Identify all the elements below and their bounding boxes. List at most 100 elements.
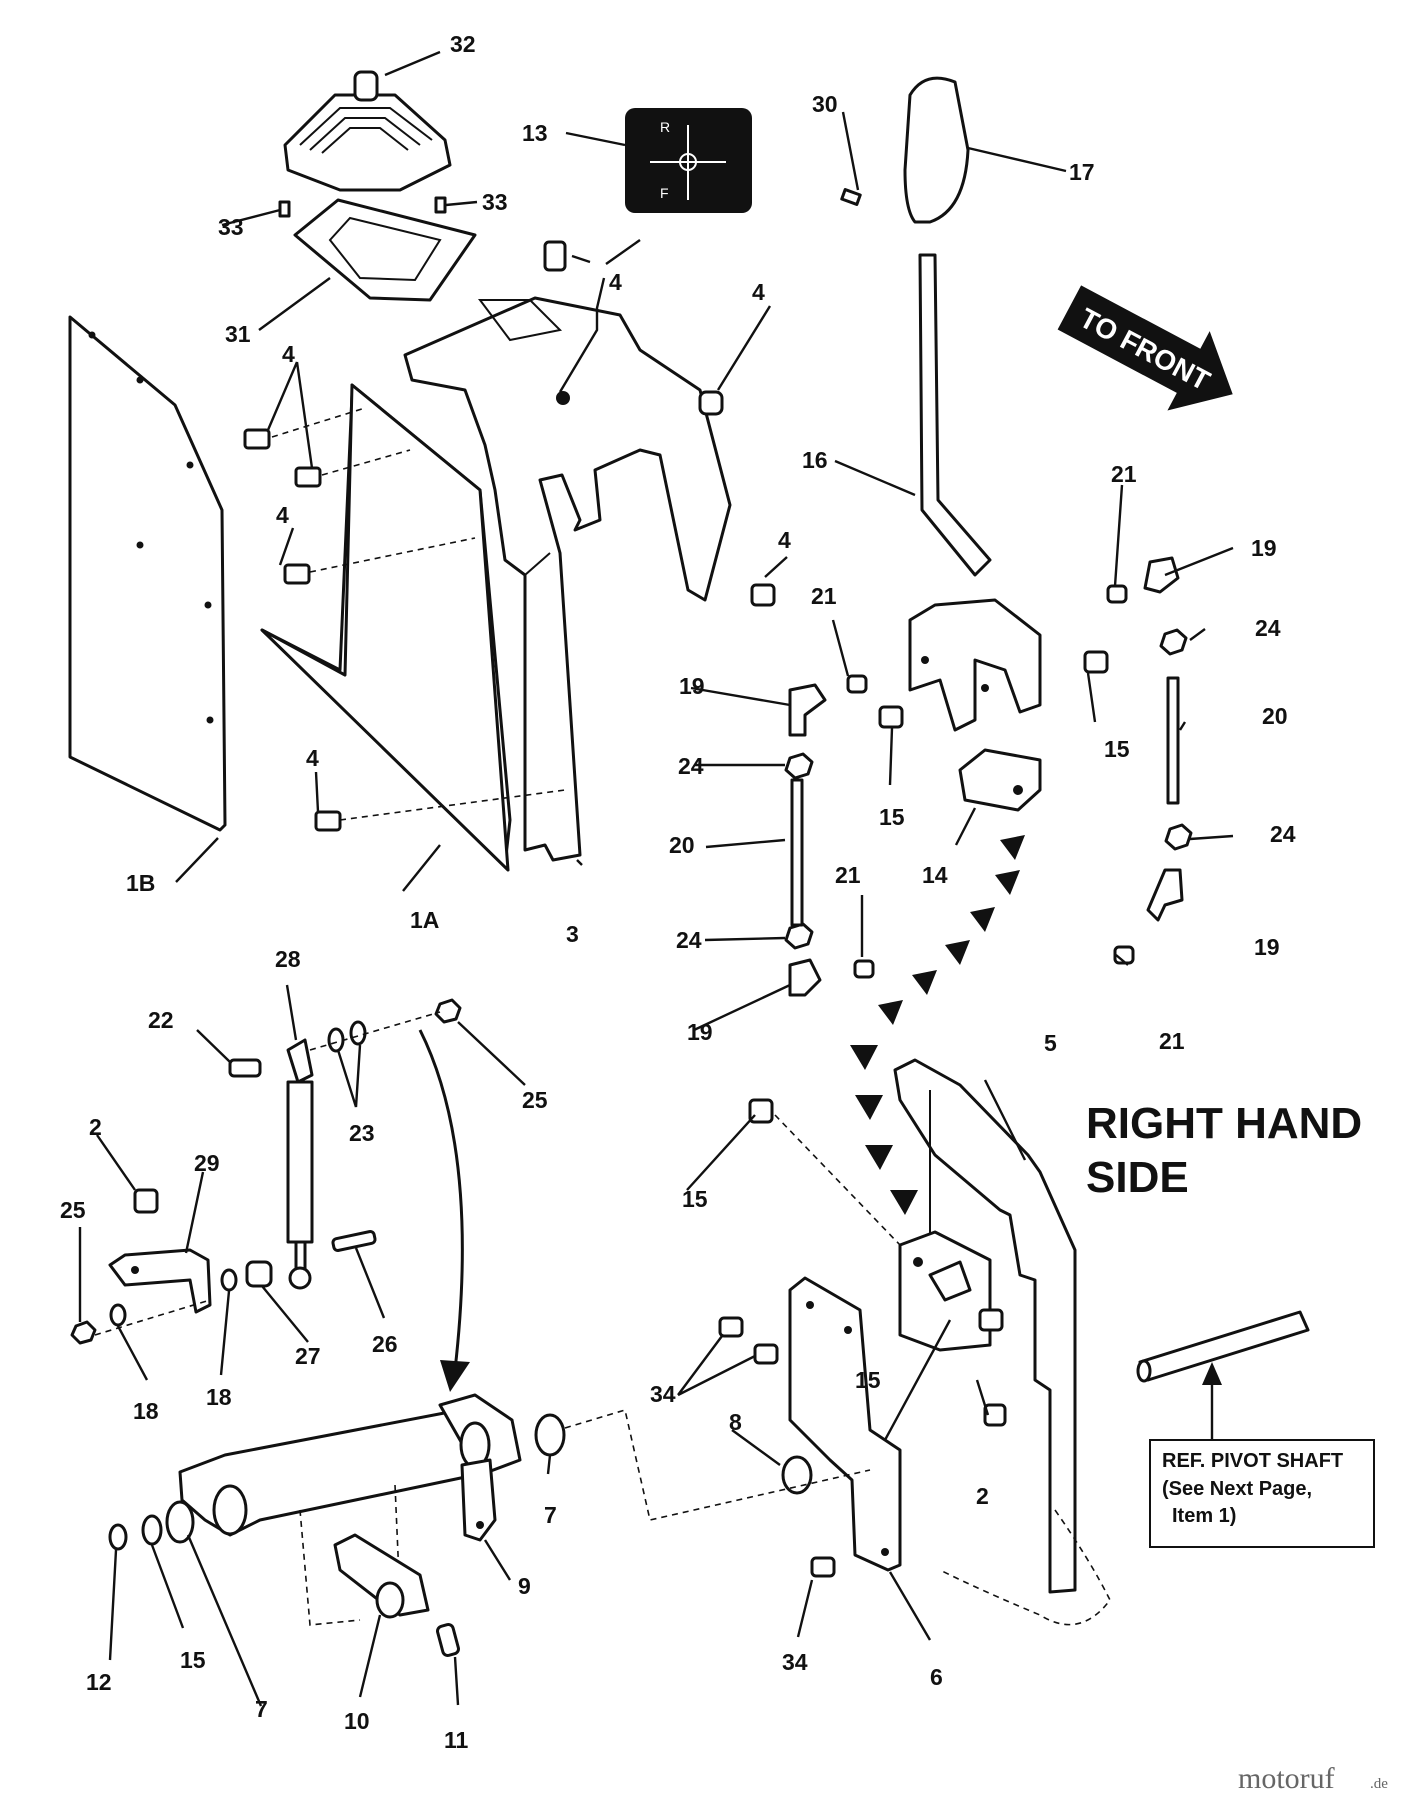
washer-23a xyxy=(327,1027,345,1053)
washer-15-left xyxy=(141,1514,163,1546)
boot-plate xyxy=(278,196,477,302)
ref-line2: (See Next Page, xyxy=(1162,1478,1312,1500)
bushing-7-right xyxy=(534,1413,566,1457)
assembly-line-tube xyxy=(564,1408,871,1521)
bolts-4 xyxy=(243,240,776,832)
label-18-left: 18 xyxy=(133,1398,159,1424)
label-15-e: 15 xyxy=(180,1647,206,1673)
bolt-22 xyxy=(228,1058,262,1078)
label-28: 28 xyxy=(275,946,301,972)
label-26: 26 xyxy=(372,1331,398,1357)
label-32: 32 xyxy=(450,31,476,57)
label-33-left: 33 xyxy=(218,214,244,240)
label-15-a: 15 xyxy=(1104,736,1130,762)
label-1a: 1A xyxy=(410,907,439,933)
label-20-right: 20 xyxy=(1262,703,1288,729)
assembly-line-bracket-29 xyxy=(94,1299,211,1336)
gas-spring xyxy=(286,1038,314,1290)
label-25-left: 25 xyxy=(60,1197,86,1223)
label-11: 11 xyxy=(444,1727,469,1753)
label-31: 31 xyxy=(225,321,251,347)
label-21-c: 21 xyxy=(835,862,861,888)
shift-lever xyxy=(908,253,1042,732)
roll-pin xyxy=(840,188,862,206)
shift-decal: R F xyxy=(625,108,752,213)
label-34-a: 34 xyxy=(650,1381,676,1407)
label-6: 6 xyxy=(930,1664,943,1690)
bolt-15-upper-right xyxy=(1083,650,1109,674)
label-21-a: 21 xyxy=(1111,461,1137,487)
label-21-b: 21 xyxy=(811,583,837,609)
bolt-2-left xyxy=(133,1188,159,1214)
label-4-a: 4 xyxy=(282,341,295,367)
label-4-d: 4 xyxy=(609,269,622,295)
label-24-b: 24 xyxy=(678,753,704,779)
label-27: 27 xyxy=(295,1343,321,1369)
label-2-right: 2 xyxy=(976,1483,989,1509)
label-30: 30 xyxy=(812,91,838,117)
label-17: 17 xyxy=(1069,159,1095,185)
decal-f: F xyxy=(660,185,669,201)
label-16: 16 xyxy=(802,447,828,473)
pin-11 xyxy=(436,1623,460,1657)
label-3: 3 xyxy=(566,921,579,947)
label-20-left: 20 xyxy=(669,832,695,858)
pivot-tube xyxy=(178,1393,522,1542)
bolt-34-b xyxy=(753,1343,779,1365)
ball-joints-19 xyxy=(788,556,1184,997)
assembly-lines-console xyxy=(271,407,566,821)
label-8: 8 xyxy=(729,1409,742,1435)
assembly-arrowhead xyxy=(440,1360,470,1392)
side-label-line2: SIDE xyxy=(1086,1153,1189,1202)
label-21-d: 21 xyxy=(1159,1028,1185,1054)
label-2-left: 2 xyxy=(89,1114,102,1140)
bolt-34-a xyxy=(718,1316,744,1338)
assembly-line-spring xyxy=(309,1011,441,1051)
label-1b: 1B xyxy=(126,870,155,896)
watermark-tld: .de xyxy=(1370,1776,1388,1792)
label-4-f: 4 xyxy=(778,527,791,553)
label-23: 23 xyxy=(349,1120,375,1146)
label-33-right: 33 xyxy=(482,189,508,215)
bolt-26 xyxy=(331,1230,377,1252)
rod-right xyxy=(1166,676,1180,805)
label-14: 14 xyxy=(922,862,948,888)
decal-r: R xyxy=(660,119,670,135)
leader-lines xyxy=(78,50,1234,1707)
label-22: 22 xyxy=(148,1007,174,1033)
label-15-b: 15 xyxy=(879,804,905,830)
watermark-brand: motoruf xyxy=(1238,1762,1335,1795)
shift-arm-10 xyxy=(333,1533,430,1619)
ref-note-box: REF. PIVOT SHAFT (See Next Page, Item 1) xyxy=(1149,1439,1375,1548)
label-15-d: 15 xyxy=(855,1367,881,1393)
rod-left xyxy=(790,778,804,927)
ref-arrowhead xyxy=(1202,1362,1222,1385)
jam-nuts-24 xyxy=(784,628,1193,950)
label-25-right: 25 xyxy=(522,1087,548,1113)
label-9: 9 xyxy=(518,1573,531,1599)
label-10: 10 xyxy=(344,1708,370,1734)
motion-arrows xyxy=(850,835,1025,1215)
side-panel-1b xyxy=(68,315,227,832)
bolt-15-bracket xyxy=(748,1098,774,1124)
pivot-shaft xyxy=(1136,1310,1310,1383)
ref-line1: REF. PIVOT SHAFT xyxy=(1162,1450,1343,1472)
label-34-b: 34 xyxy=(782,1649,808,1675)
nut-25-left xyxy=(70,1320,97,1345)
label-15-c: 15 xyxy=(682,1186,708,1212)
shift-bracket xyxy=(893,1058,1077,1594)
label-24-d: 24 xyxy=(676,927,702,953)
assembly-line-bracket xyxy=(774,1114,901,1246)
label-24-a: 24 xyxy=(1255,615,1281,641)
shift-boot xyxy=(283,70,452,192)
side-label-line1: RIGHT HAND xyxy=(1086,1099,1362,1148)
label-12: 12 xyxy=(86,1669,112,1695)
label-13: 13 xyxy=(522,120,548,146)
bushing-8 xyxy=(781,1455,813,1495)
nut-25-top xyxy=(434,998,462,1024)
assembly-curve-shaft xyxy=(939,1509,1111,1626)
label-4-c: 4 xyxy=(306,745,319,771)
label-19-a: 19 xyxy=(1251,535,1277,561)
watermark: motoruf .de xyxy=(1238,1762,1388,1795)
shift-block xyxy=(958,748,1042,812)
